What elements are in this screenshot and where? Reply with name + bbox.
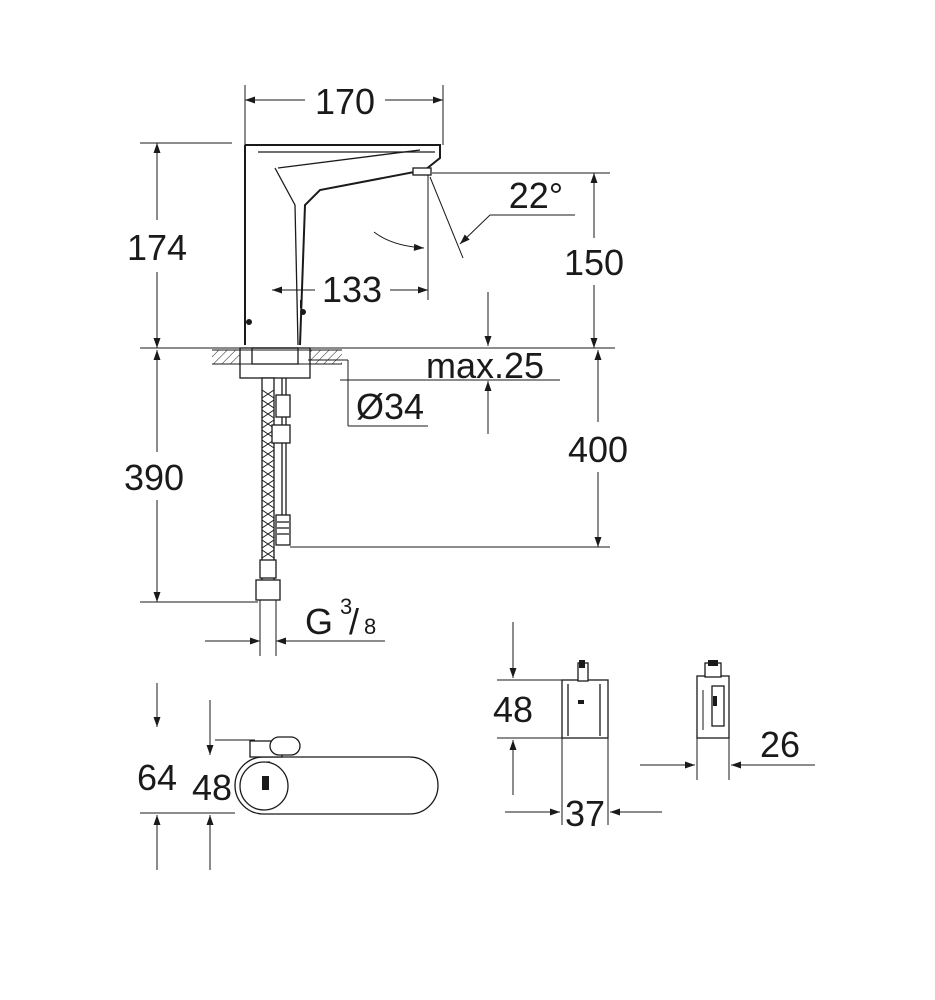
dim-max25-label: max.25 [426,345,544,386]
dim-64-label: 64 [137,757,177,798]
dim-400-label: 400 [568,429,628,470]
dim-37-label: 37 [565,793,605,834]
dim-174-label: 174 [127,227,187,268]
dimension-48-topview: 48 [192,700,232,870]
dim-170-label: 170 [315,81,375,122]
dim-48-box-label: 48 [493,689,533,730]
dim-thread-den: 8 [364,614,376,639]
dimension-390: 390 [124,350,258,603]
control-box-front [497,660,609,739]
dim-thread-num: 3 [340,594,352,619]
dimension-64: 64 [137,683,177,870]
dimension-174: 174 [127,142,232,348]
dim-150-label: 150 [564,242,624,283]
supply-hose [255,377,291,601]
dim-26-label: 26 [760,724,800,765]
dimension-150: 150 [432,172,624,348]
dimension-133: 133 [272,175,429,310]
dimension-170: 170 [244,81,444,145]
dim-thread-letter: G [305,601,333,642]
dim-48-topview-label: 48 [192,767,232,808]
dimension-48-box: 48 [493,622,533,795]
dimension-400: 400 [290,350,628,548]
dim-diameter-label: Ø34 [356,386,424,427]
dim-thread-slash: / [349,601,359,642]
faucet-top-view [140,736,439,815]
dimension-diameter-34: Ø34 [308,359,428,427]
control-box-side [696,660,730,739]
dimension-thread: G 3 / 8 [205,594,385,656]
dimension-angle-22: 22° [373,175,575,259]
dim-angle-label: 22° [509,175,563,216]
dim-133-label: 133 [322,269,382,310]
faucet-side-view [244,144,441,346]
dim-390-label: 390 [124,457,184,498]
dimension-max25: max.25 [340,292,560,434]
dimension-37: 37 [505,738,662,834]
dimension-26: 26 [640,724,815,780]
